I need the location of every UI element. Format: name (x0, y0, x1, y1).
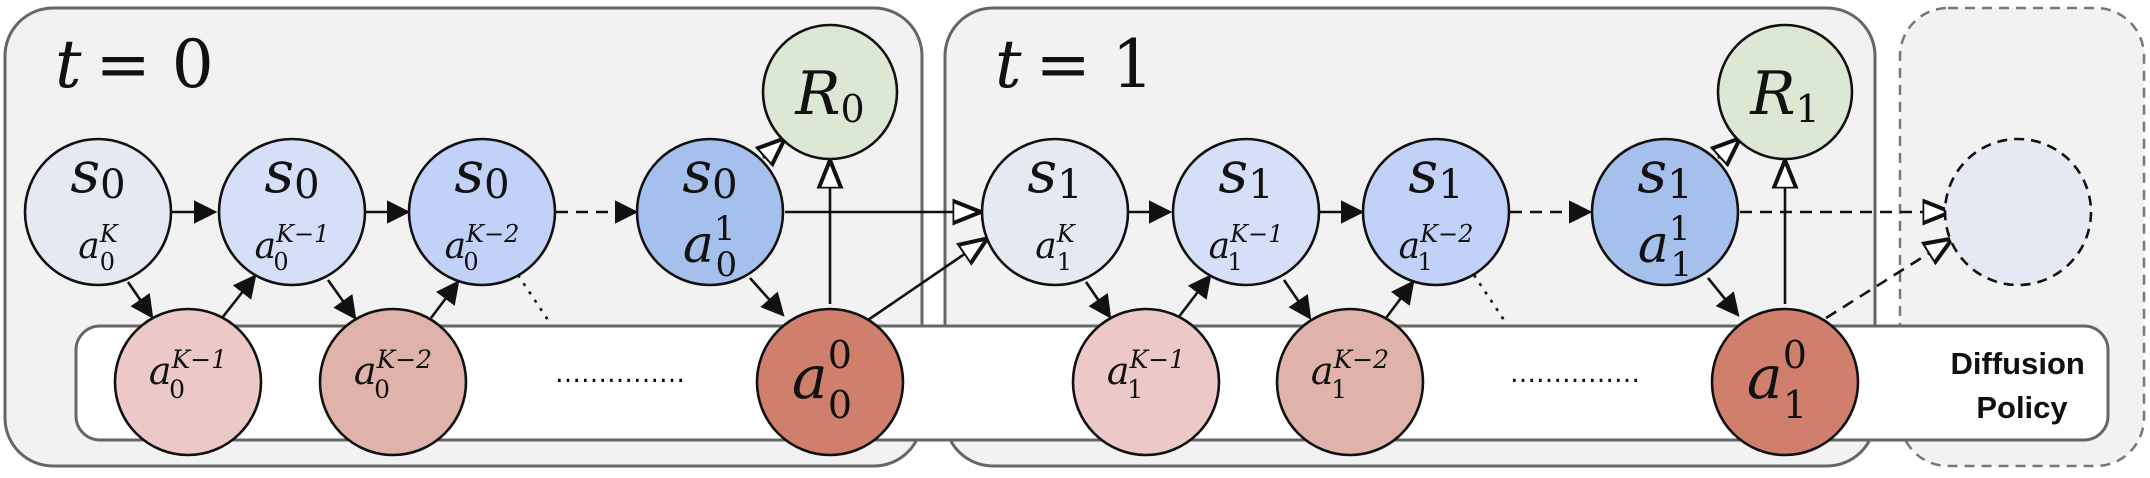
svg-text:aK−21: aK−21 (1311, 345, 1389, 404)
svg-text:s1: s1 (1408, 138, 1463, 208)
svg-text:s1: s1 (1218, 138, 1273, 208)
svg-text:s0: s0 (70, 138, 125, 208)
svg-text:s1: s1 (1637, 138, 1692, 208)
svg-text:aK−10: aK−10 (255, 220, 330, 276)
svg-text:aK−21: aK−21 (1399, 220, 1474, 276)
svg-text:aK−20: aK−20 (354, 345, 432, 404)
svg-text:aK0: aK0 (78, 220, 119, 276)
svg-text:s0: s0 (264, 138, 319, 208)
diffusion-policy-label: Diffusion Policy (1951, 346, 2094, 425)
svg-text:s0: s0 (454, 138, 509, 208)
svg-text:a11: a11 (1638, 209, 1692, 285)
ellipsis-t1: …………… (1510, 359, 1640, 389)
svg-text:a00: a00 (792, 333, 852, 427)
future-state-node (1943, 137, 2093, 287)
reward-node-0: R0 (761, 23, 899, 161)
svg-text:a10: a10 (683, 209, 737, 285)
svg-text:s1: s1 (1027, 138, 1082, 208)
svg-text:R1: R1 (1749, 59, 1819, 131)
timestep-0-title: t= 0 (55, 26, 214, 103)
svg-text:R0: R0 (794, 59, 864, 131)
timestep-1-title: t= 1 (995, 26, 1154, 103)
ellipsis-t0: …………… (555, 359, 685, 389)
svg-text:aK−20: aK−20 (445, 220, 520, 276)
reward-node-1: R1 (1716, 23, 1854, 161)
svg-text:aK−10: aK−10 (149, 345, 227, 404)
svg-text:a01: a01 (1747, 333, 1807, 427)
svg-text:aK−11: aK−11 (1209, 220, 1284, 276)
edges-t1 (1084, 140, 1950, 321)
svg-text:s0: s0 (682, 138, 737, 208)
svg-text:aK−11: aK−11 (1107, 345, 1185, 404)
svg-text:aK1: aK1 (1035, 220, 1076, 276)
edges-t0 (126, 140, 985, 322)
